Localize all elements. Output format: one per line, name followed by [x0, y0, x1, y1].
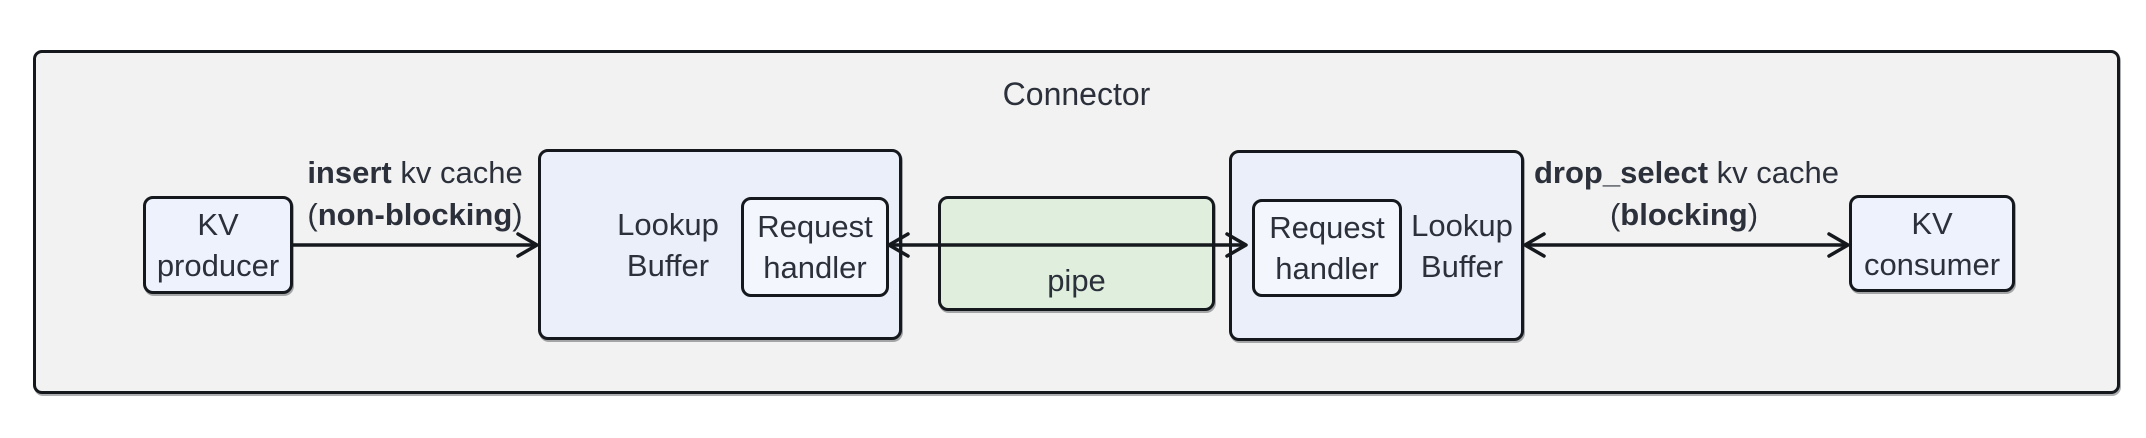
kv-consumer-node: KV consumer — [1849, 195, 2015, 292]
lookup-buffer-right-label: Lookup Buffer — [1411, 207, 1513, 284]
drop-select-suffix-text: kv cache — [1708, 155, 1839, 190]
kv-producer-node: KV producer — [143, 196, 293, 294]
drop-select-edge-label: drop_select kv cache (blocking) — [1534, 152, 1839, 236]
lookup-buffer-left-label: Lookup Buffer — [617, 206, 719, 283]
pipe-node: pipe — [938, 196, 1215, 311]
drop-select-edge-label-line2: (blocking) — [1534, 194, 1834, 236]
insert-edge-label: insert kv cache (non-blocking) — [290, 152, 540, 236]
request-handler-left-label: Request handler — [757, 209, 873, 285]
insert-paren-open: ( — [307, 197, 318, 232]
insert-paren-close: ) — [512, 197, 523, 232]
drop-select-edge-label-line1: drop_select kv cache — [1534, 152, 1839, 194]
drop-select-paren-open: ( — [1609, 197, 1621, 232]
request-handler-right-node: Request handler — [1252, 199, 1402, 297]
pipe-label: pipe — [1047, 263, 1106, 298]
drop-select-op-text: drop_select — [1534, 155, 1709, 190]
lookup-buffer-right-node: Request handler Lookup Buffer — [1229, 150, 1524, 341]
insert-op-text: insert — [307, 155, 392, 190]
kv-consumer-label: KV consumer — [1863, 205, 2001, 282]
lookup-buffer-right-label-area: Lookup Buffer — [1402, 153, 1522, 338]
lookup-buffer-left-label-area: Lookup Buffer — [568, 152, 768, 337]
insert-suffix-text: kv cache — [391, 155, 523, 190]
lookup-buffer-left-node: Lookup Buffer Request handler — [538, 149, 902, 340]
insert-mode-text: non-blocking — [317, 197, 513, 232]
request-handler-right-label: Request handler — [1269, 210, 1385, 286]
drop-select-paren-close: ) — [1747, 197, 1759, 232]
insert-edge-label-line1: insert kv cache — [290, 152, 540, 194]
request-handler-left-node: Request handler — [741, 197, 889, 297]
connector-title: Connector — [1002, 76, 1151, 112]
kv-producer-label: KV producer — [156, 207, 280, 283]
insert-edge-label-line2: (non-blocking) — [290, 194, 540, 236]
drop-select-mode-text: blocking — [1620, 197, 1748, 232]
